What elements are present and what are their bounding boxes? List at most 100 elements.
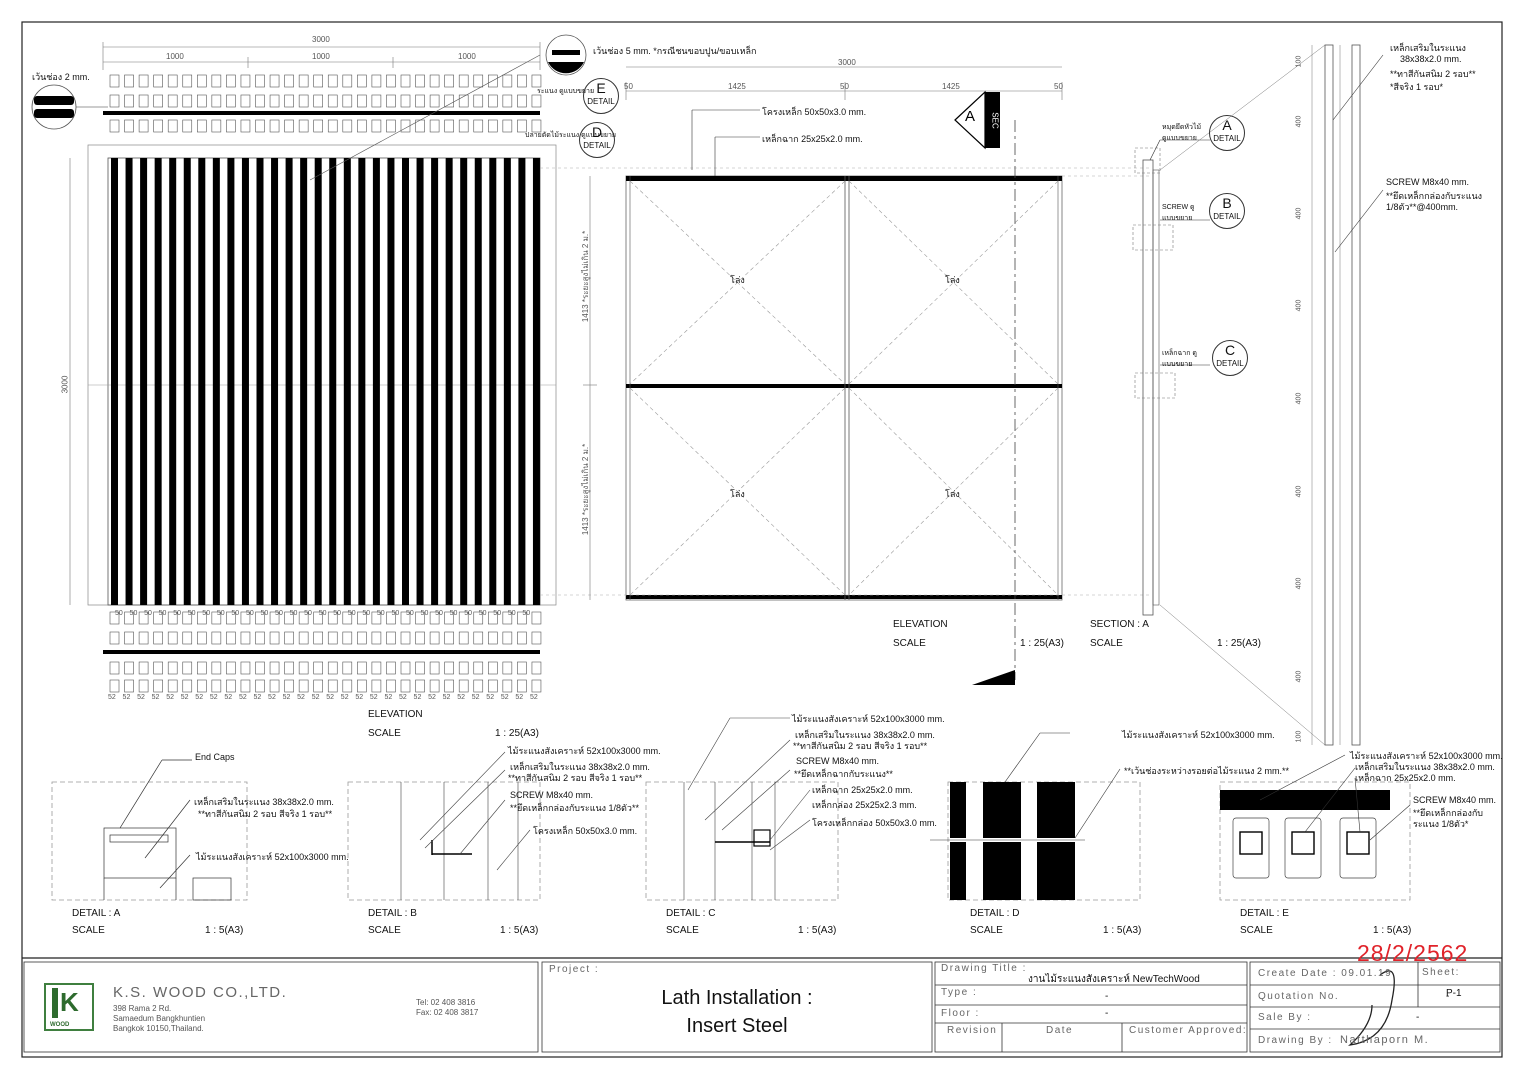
slat-gap-dim: 50 [289, 610, 298, 617]
quotation-label: Quotation No. [1258, 991, 1340, 1002]
elevation-2-title: ELEVATION [893, 619, 948, 630]
slat-width-dim: 52 [253, 694, 262, 701]
detail-c-note-1: ไม้ระแนงสังเคราะห์ 52x100x3000 mm. [792, 714, 945, 724]
slat-width-dim: 52 [195, 694, 204, 701]
type-label: Type : [941, 987, 978, 998]
slat-end-piece [386, 94, 396, 108]
slat-end-piece [124, 611, 134, 625]
slat-end-piece [153, 679, 163, 693]
frame-dim-1: 50 [624, 82, 633, 91]
slat-end-piece [109, 661, 120, 675]
slat-wall-elevation [31, 34, 587, 693]
slat [489, 158, 497, 605]
slat-end-piece [240, 119, 251, 133]
side-note-1-line4: *สีจริง 1 รอบ* [1390, 82, 1443, 92]
slat-end-piece [327, 119, 338, 133]
slat-width-dim: 52 [137, 694, 145, 701]
elevation-1-title: ELEVATION [368, 709, 423, 720]
slat-gap-dim: 50 [115, 610, 123, 617]
slat [503, 158, 511, 605]
slat-end-piece [284, 74, 294, 88]
section-marker-sub: SEC [990, 112, 1000, 129]
slat-end-piece [153, 631, 163, 645]
slat-end-piece [400, 679, 411, 693]
slat-end-piece [109, 119, 120, 133]
slat-end-piece [415, 94, 425, 108]
gap-top-note: เว้นช่อง 5 mm. *กรณีชนขอบปูน/ขอบเหล็ก [593, 46, 757, 56]
slat-end-piece [197, 679, 207, 693]
slat-width-dim: 52 [355, 694, 364, 701]
slat [416, 158, 424, 605]
elevation-1-scale-label: SCALE [368, 728, 401, 739]
slat-width-dim: 52 [151, 694, 160, 701]
slat-end-piece [211, 94, 222, 108]
slat-end-piece [284, 94, 294, 108]
slat-end-piece [255, 94, 265, 108]
detail-d-note-1: ไม้ระแนงสังเคราะห์ 52x100x3000 mm. [1122, 730, 1275, 740]
slat-end-piece [269, 94, 280, 108]
slat-end-piece [240, 74, 251, 88]
side-dim: 3000 [60, 375, 70, 394]
side-spacing-label: 400 [1295, 115, 1303, 128]
frame-overall-dim: 3000 [838, 58, 856, 67]
slat-end-piece [531, 661, 542, 675]
slat [212, 158, 220, 605]
slat-end-piece [298, 119, 309, 133]
side-spacing-label: 100 [1295, 730, 1303, 743]
slat-gap-dim: 50 [333, 610, 342, 617]
detail-c-note-6: เหล็กฉาก 25x25x2.0 mm. [812, 785, 913, 795]
slat-width-dim: 52 [268, 694, 276, 701]
slat-end-piece [124, 661, 134, 675]
slat-end-piece [357, 679, 367, 693]
slat-end-piece [327, 679, 338, 693]
slat-end-piece [226, 119, 236, 133]
detail-d-scale-label: SCALE [970, 925, 1003, 936]
slat-end-piece [167, 679, 178, 693]
slat-end-piece [313, 611, 324, 625]
slat-end-piece [473, 119, 484, 133]
slat-end-piece [153, 611, 163, 625]
slat-width-dim: 52 [384, 694, 393, 701]
slat-end-piece [502, 679, 513, 693]
slat-end-piece [473, 679, 484, 693]
slat [402, 158, 409, 605]
drawing-title-box [934, 961, 1248, 1053]
slat-end-piece [226, 661, 236, 675]
slat-end-piece [211, 611, 222, 625]
sale-label: Sale By : [1258, 1012, 1312, 1023]
slat-end-piece [357, 661, 367, 675]
detail-b-note-5: **ยึดเหล็กกล่องกับระแนง 1/8ตัว** [510, 803, 639, 813]
slat-width-dim: 52 [399, 694, 407, 701]
slat-end-piece [473, 661, 484, 675]
slat-end-piece [502, 631, 513, 645]
sub-dim-3: 1000 [458, 52, 476, 61]
gap-left-note: เว้นช่อง 2 mm. [32, 72, 90, 82]
slat [518, 158, 526, 605]
slat-end-piece [531, 119, 542, 133]
slat-end-piece [517, 661, 527, 675]
height-dim-1: 1413 *ระยะสูงไม่เกิน 2 ม.* [581, 230, 591, 323]
detail-d-title: DETAIL : D [970, 908, 1020, 919]
side-note-2-line3: 1/8ตัว**@400mm. [1386, 202, 1459, 212]
section-a-title: SECTION : A [1090, 619, 1149, 630]
slat-end-piece [269, 611, 280, 625]
detail-b-note-1: ไม้ระแนงสังเคราะห์ 52x100x3000 mm. [508, 746, 661, 756]
slat-end-piece [429, 119, 440, 133]
side-note-1-line1: เหล็กเสริมในระแนง [1390, 43, 1466, 53]
slat-gap-dim: 50 [376, 610, 385, 617]
panel-label-3: โล่ง [730, 489, 745, 499]
slat-end-piece [429, 74, 440, 88]
detail-d-scale: 1 : 5(A3) [1103, 925, 1142, 936]
detail-e-note-1: ไม้ระแนงสังเคราะห์ 52x100x3000 mm. [1350, 751, 1503, 761]
detail-a-title: DETAIL : A [72, 908, 121, 919]
slat-end-piece [458, 611, 469, 625]
slat-end-piece [531, 611, 542, 625]
slat-end-piece [386, 74, 396, 88]
detail-a-scale: 1 : 5(A3) [205, 925, 244, 936]
slat-end-piece [415, 611, 425, 625]
